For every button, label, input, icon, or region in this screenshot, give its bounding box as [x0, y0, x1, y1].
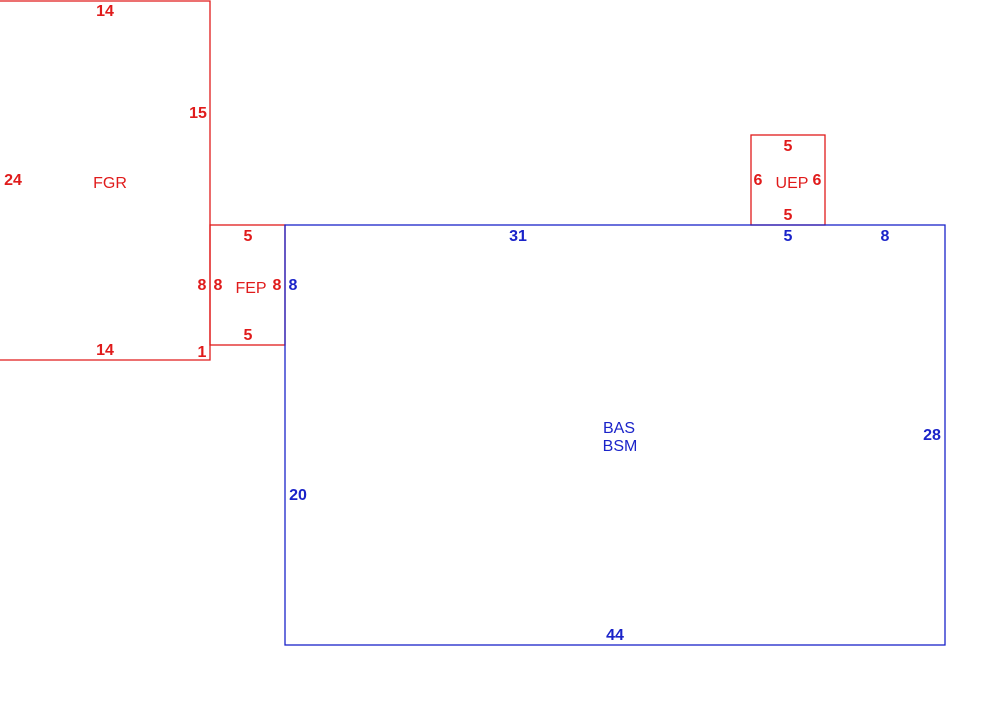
fep-dim-bottom: 5: [244, 327, 253, 344]
area-fep: FEP 5 8 8 8 5: [198, 224, 286, 346]
bas-dim-right: 28: [923, 427, 941, 444]
bas-dim-top-right: 8: [881, 228, 890, 245]
fgr-outline: [0, 0, 211, 361]
fep-dim-outside-left: 8: [198, 277, 207, 294]
bas-label: BAS: [603, 420, 635, 437]
bas-dim-bottom: 44: [606, 627, 624, 644]
fgr-label: FGR: [93, 175, 127, 192]
uep-label: UEP: [776, 175, 809, 192]
fgr-dim-corner: 1: [198, 344, 207, 361]
uep-dim-right: 6: [813, 172, 822, 189]
fep-dim-top: 5: [244, 228, 253, 245]
bas-dim-top-left: 31: [509, 228, 527, 245]
uep-dim-bottom: 5: [784, 207, 793, 224]
area-uep: UEP 5 6 6 5: [750, 134, 826, 226]
uep-dim-top: 5: [784, 138, 793, 155]
area-fgr: FGR 14 15 24 14 1: [0, 0, 211, 361]
bas-dim-top-mid: 5: [784, 228, 793, 245]
bas-dim-left-lower: 20: [289, 487, 307, 504]
bsm-label: BSM: [603, 438, 638, 455]
fgr-dim-top: 14: [96, 3, 114, 20]
uep-dim-left: 6: [754, 172, 763, 189]
bas-outline: [284, 224, 946, 646]
fep-label: FEP: [235, 280, 266, 297]
fgr-dim-left: 24: [4, 172, 22, 189]
fep-dim-right: 8: [273, 277, 282, 294]
fgr-dim-right: 15: [189, 105, 207, 122]
fep-dim-left: 8: [214, 277, 223, 294]
bas-dim-left-upper: 8: [289, 277, 298, 294]
area-bas: BAS BSM 31 5 8 8 20 28 44: [284, 224, 946, 646]
fgr-dim-bottom: 14: [96, 342, 114, 359]
